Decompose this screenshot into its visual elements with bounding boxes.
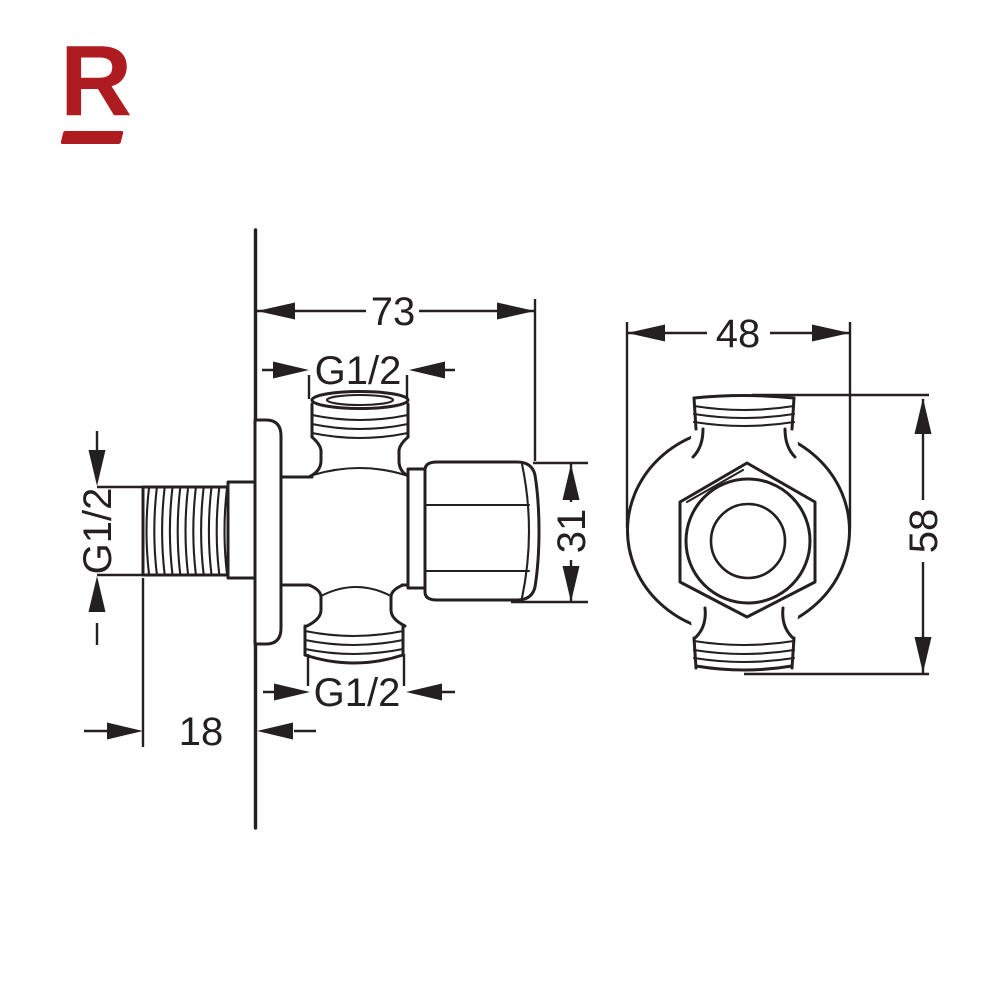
dim-bottom-outlet-thread: G1/2	[263, 654, 455, 715]
dim-cap-nut-height-label: 31	[550, 509, 594, 554]
spindle-circle	[709, 502, 787, 580]
top-outlet-port	[307, 390, 410, 479]
dim-wall-thread-depth: 18	[84, 578, 316, 754]
cap-nut-hex	[423, 460, 541, 602]
cap-nut	[406, 460, 541, 602]
dim-top-outlet-thread: G1/2	[262, 349, 455, 399]
dim-wall-inlet-thread: G1/2	[76, 431, 143, 645]
side-view: 73 G1/2 G1/2 31	[76, 228, 594, 830]
dim-overall-height-label: 58	[902, 509, 946, 554]
brand-logo-letter: R	[60, 25, 132, 137]
dim-overall-height: 58	[744, 393, 946, 676]
dim-overall-width-label: 73	[371, 290, 416, 334]
front-hex-nut	[678, 461, 817, 619]
dim-flange-diameter: 48	[625, 312, 852, 530]
front-top-port	[688, 394, 800, 459]
inlet-threaded-pipe	[141, 480, 259, 580]
inlet-pipe-collar	[226, 480, 259, 580]
dim-flange-diameter-label: 48	[716, 312, 761, 356]
dim-top-outlet-thread-label: G1/2	[315, 349, 402, 393]
wall-flange	[253, 418, 283, 646]
cap-nut-collar	[406, 467, 427, 590]
bottom-outlet-port	[303, 583, 407, 665]
dim-wall-inlet-thread-label: G1/2	[76, 488, 120, 575]
valve-body	[279, 475, 410, 587]
dim-overall-width: 73	[257, 290, 537, 461]
front-view: 48 58	[625, 312, 946, 676]
front-bottom-port	[688, 606, 800, 673]
brand-logo: R	[60, 25, 132, 144]
dim-cap-nut-height: 31	[511, 461, 594, 604]
dim-wall-thread-depth-label: 18	[179, 710, 224, 754]
dim-bottom-outlet-thread-label: G1/2	[314, 671, 401, 715]
hex-nut-bore-circle	[684, 477, 812, 605]
